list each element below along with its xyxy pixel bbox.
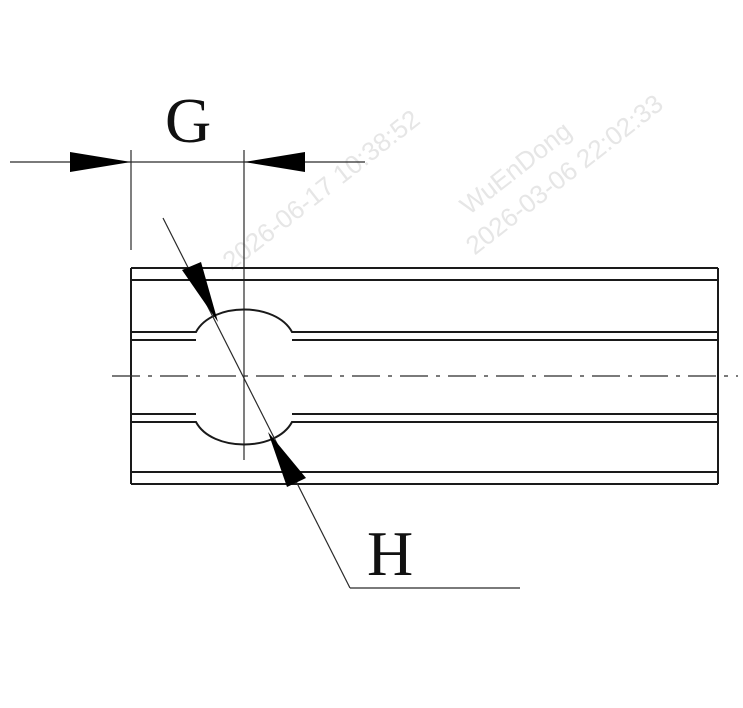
arrow-h-lower <box>268 432 306 487</box>
arrow-g-right <box>244 152 305 172</box>
dimension-label-h: H <box>367 518 413 589</box>
dimension-label-g: G <box>165 85 211 156</box>
watermark-date-2: 2026-06-17 10:38:52 <box>217 104 426 276</box>
arrow-h-upper <box>182 262 218 322</box>
watermark-group-2: 2026-06-17 10:38:52 <box>217 104 426 276</box>
arrow-g-left <box>70 152 131 172</box>
channel-upper-edge <box>131 308 718 333</box>
watermark-group: WuEnDong 2026-03-06 22:02:33 <box>454 88 669 260</box>
channel-lower-edge <box>131 421 718 446</box>
